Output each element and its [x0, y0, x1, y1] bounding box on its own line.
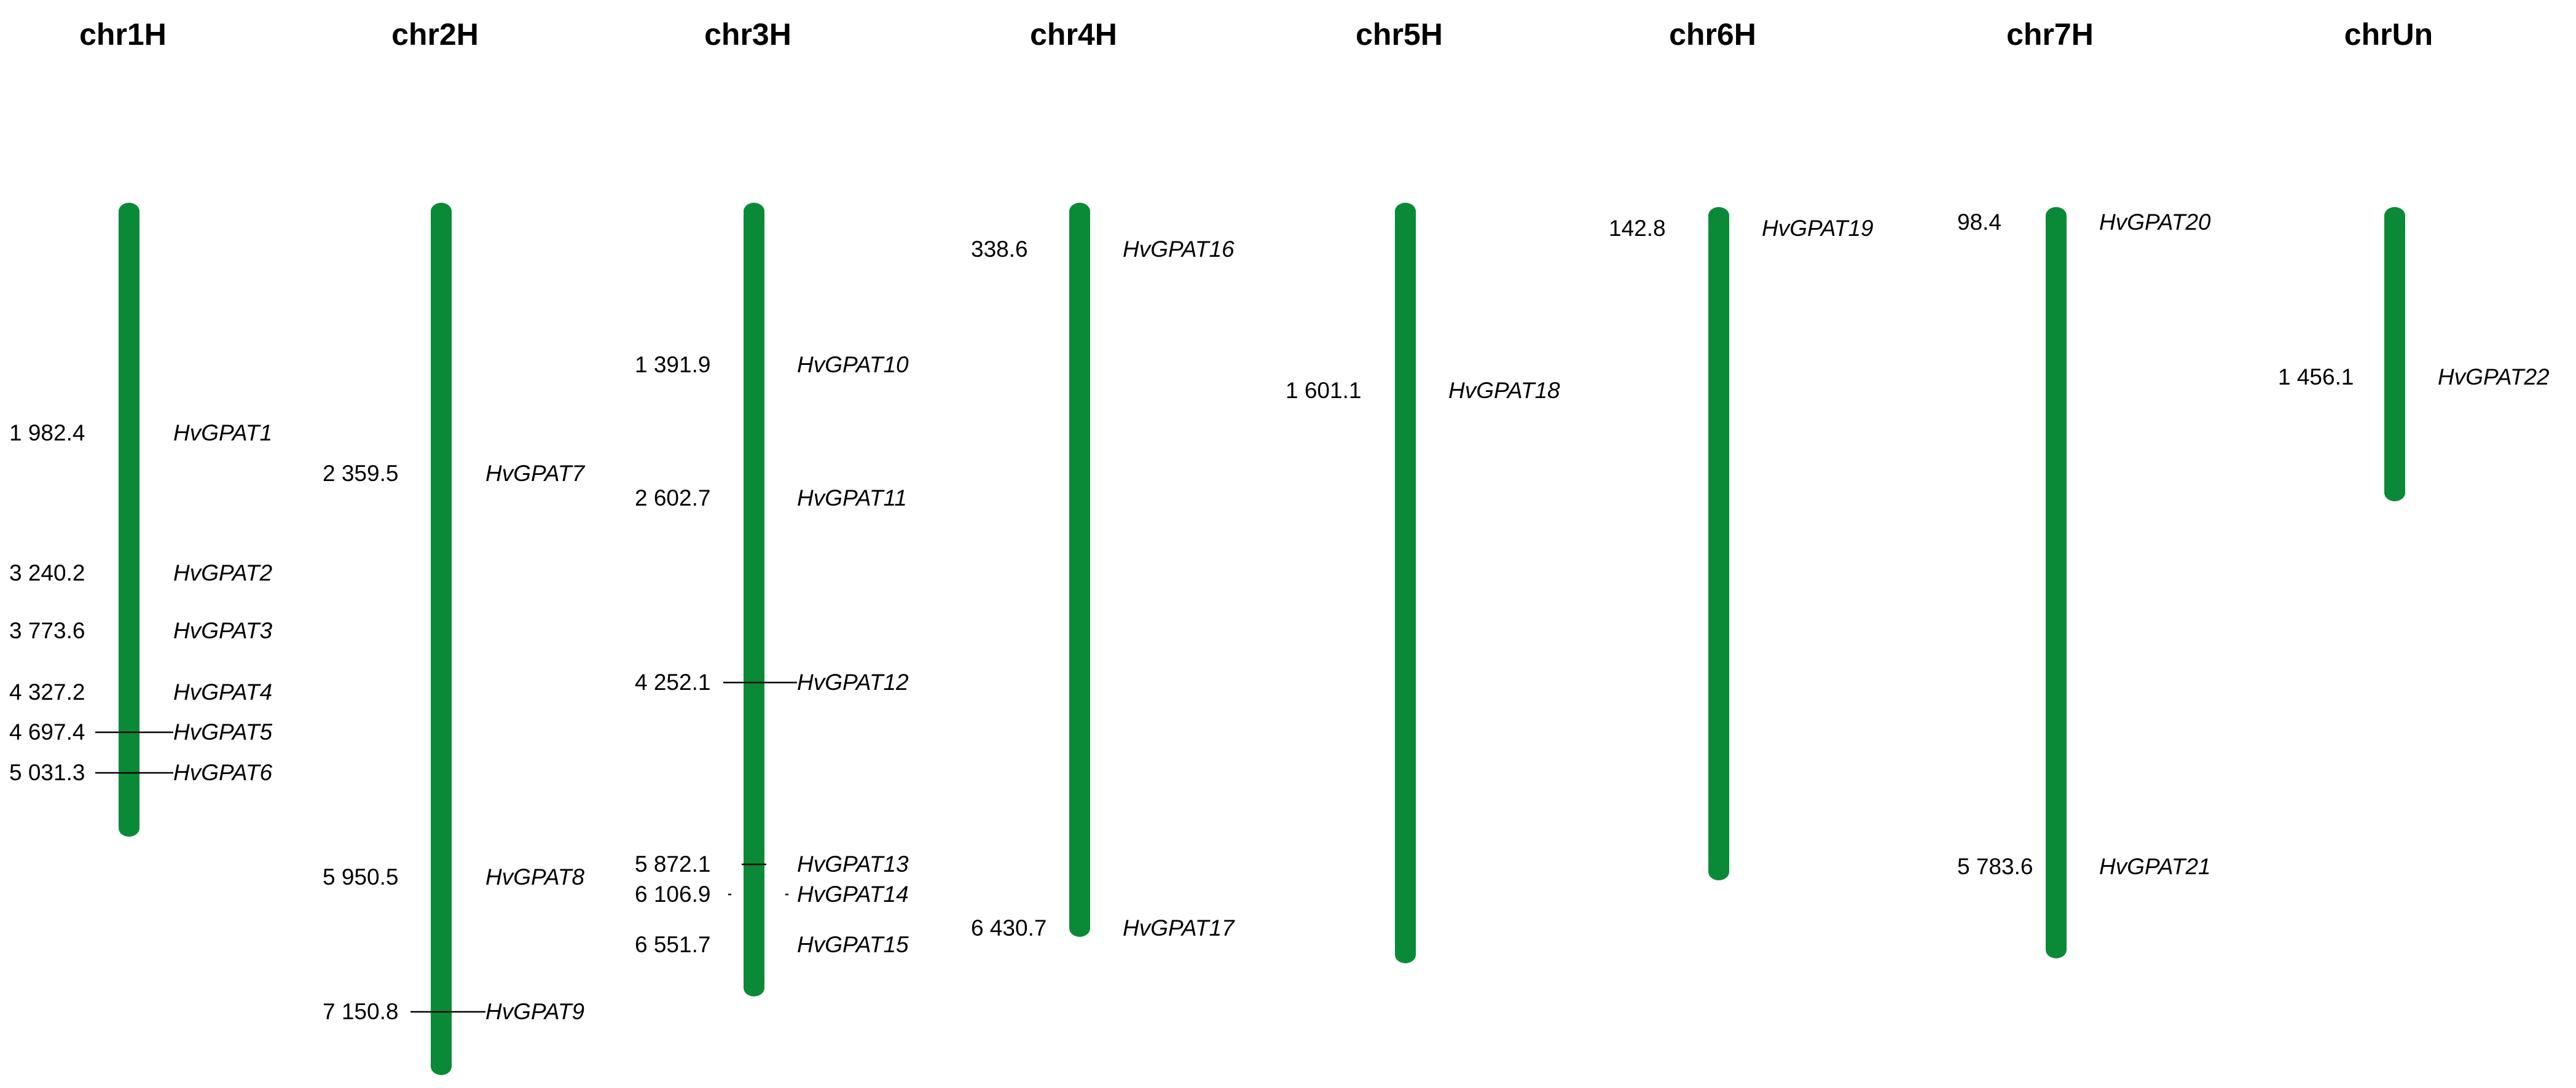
- gene-name-label: HvGPAT18: [1448, 378, 1560, 403]
- gene-name-label: HvGPAT7: [485, 461, 585, 486]
- chromosome-chr6H: chr6H 142.8 HvGPAT19: [1609, 17, 1874, 880]
- gene-name-label: HvGPAT16: [1123, 237, 1235, 262]
- chromosome-bar: [744, 203, 764, 996]
- gene-name-label: HvGPAT15: [797, 932, 909, 957]
- gene-name-label: HvGPAT1: [173, 420, 272, 445]
- gene-position-label: 98.4: [1957, 209, 2001, 235]
- gene-position-label: 1 601.1: [1286, 378, 1361, 403]
- gene-position-label: 2 602.7: [635, 485, 710, 511]
- gene-name-label: HvGPAT17: [1123, 915, 1235, 941]
- gene-position-label: 142.8: [1609, 216, 1666, 241]
- gene-name-label: HvGPAT10: [797, 352, 909, 377]
- gene-name-label: HvGPAT8: [485, 864, 584, 890]
- gene-position-label: 338.6: [971, 237, 1028, 262]
- gene-position-label: 3 240.2: [9, 560, 85, 585]
- gene-name-label: HvGPAT4: [173, 679, 272, 705]
- gene-position-label: 6 430.7: [971, 915, 1046, 941]
- gene-name-label: HvGPAT20: [2099, 209, 2211, 235]
- gene-position-label: 6 106.9: [635, 882, 710, 907]
- chromosome-bar: [2384, 207, 2405, 501]
- chromosome-title: chr7H: [2006, 17, 2094, 52]
- gene-position-label: 5 783.6: [1957, 854, 2033, 879]
- chromosome-bar: [431, 203, 452, 1075]
- gene-position-label: 1 391.9: [635, 352, 710, 377]
- chromosome-title: chr5H: [1356, 17, 1443, 52]
- chromosome-bar: [1708, 207, 1729, 880]
- gene-position-label: 7 150.8: [323, 999, 398, 1024]
- gene-name-label: HvGPAT9: [485, 999, 584, 1024]
- chromosome-chr1H: chr1H 1 982.4 HvGPAT1 3 240.2 HvGPAT2 3 773.6…: [9, 17, 272, 837]
- gene-position-label: 6 551.7: [635, 932, 710, 957]
- chromosome-chr7H: chr7H 98.4 HvGPAT20 5 783.6 HvGPAT21: [1957, 17, 2211, 958]
- chromosome-chr4H: chr4H 338.6 HvGPAT16 6 430.7 HvGPAT17: [971, 17, 1235, 941]
- gene-position-label: 1 456.1: [2278, 364, 2354, 389]
- gene-position-label: 4 697.4: [9, 719, 85, 745]
- chromosome-chrUn: chrUn 1 456.1 HvGPAT22: [2278, 17, 2550, 501]
- gene-position-label: 5 950.5: [323, 864, 398, 890]
- chromosome-bar: [119, 203, 139, 837]
- gene-position-label: 2 359.5: [323, 461, 398, 486]
- gene-name-label: HvGPAT5: [173, 719, 272, 745]
- gene-name-label: HvGPAT3: [173, 618, 272, 643]
- chromosome-bar: [1069, 203, 1090, 937]
- gene-position-label: 3 773.6: [9, 618, 85, 643]
- chromosome-title: chr2H: [391, 17, 479, 52]
- chromosome-chr5H: chr5H 1 601.1 HvGPAT18: [1286, 17, 1560, 963]
- gene-name-label: HvGPAT19: [1762, 216, 1874, 241]
- gene-position-label: 5 031.3: [9, 760, 85, 785]
- gene-position-label: 5 872.1: [635, 851, 710, 877]
- gene-name-label: HvGPAT6: [173, 760, 272, 785]
- gene-name-label: HvGPAT22: [2438, 364, 2550, 389]
- chromosome-title: chr6H: [1669, 17, 1756, 52]
- gene-position-label: 1 982.4: [9, 420, 85, 445]
- gene-name-label: HvGPAT2: [173, 560, 272, 585]
- gene-position-label: 4 327.2: [9, 679, 85, 705]
- chromosome-title: chrUn: [2344, 17, 2433, 52]
- chromosome-bar: [1395, 203, 1416, 963]
- gene-position-label: 4 252.1: [635, 670, 710, 695]
- gene-name-label: HvGPAT14: [797, 882, 909, 907]
- chromosome-title: chr3H: [704, 17, 791, 52]
- gene-name-label: HvGPAT13: [797, 851, 909, 877]
- gene-name-label: HvGPAT12: [797, 670, 909, 695]
- gene-name-label: HvGPAT21: [2099, 854, 2211, 879]
- chromosome-chr3H: chr3H 1 391.9 HvGPAT10 2 602.7 HvGPAT11 4 252…: [635, 17, 909, 996]
- chromosome-bar: [2046, 207, 2067, 958]
- gene-name-label: HvGPAT11: [797, 485, 907, 511]
- chromosome-title: chr1H: [79, 17, 167, 52]
- chromosome-title: chr4H: [1030, 17, 1117, 52]
- chromosome-chr2H: chr2H 2 359.5 HvGPAT7 5 950.5 HvGPAT8 7 150.8…: [323, 17, 585, 1075]
